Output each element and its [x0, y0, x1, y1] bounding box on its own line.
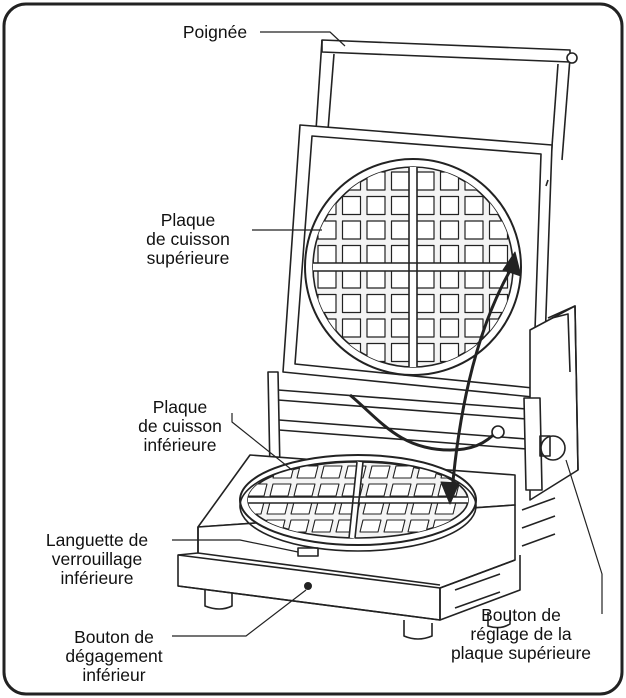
- waffle-pocket: [368, 465, 391, 479]
- leader-lower-release: [172, 589, 307, 637]
- waffle-pocket: [390, 195, 411, 216]
- waffle-pocket: [464, 220, 484, 240]
- waffle-pocket: [413, 483, 436, 497]
- waffle-pocket: [317, 244, 337, 265]
- label-handle: Poignée: [182, 22, 248, 42]
- leader-lower-plate: [231, 413, 293, 471]
- waffle-pocket: [464, 244, 484, 265]
- hinge-assembly: [267, 371, 566, 491]
- waffle-pocket: [464, 293, 484, 314]
- waffle-pocket: [415, 195, 435, 216]
- waffle-pocket: [464, 318, 484, 338]
- waffle-pocket: [390, 269, 411, 289]
- waffle-pocket: [366, 269, 386, 289]
- waffle-pocket: [415, 244, 435, 265]
- label-lower-latch: Languette de verrouillage inférieure: [45, 530, 149, 588]
- waffle-pocket: [392, 465, 415, 479]
- waffle-pocket: [390, 342, 411, 363]
- waffle-pocket: [415, 220, 435, 240]
- waffle-pocket: [366, 318, 386, 338]
- waffle-pocket: [320, 465, 343, 479]
- waffle-pocket: [365, 483, 388, 497]
- waffle-pocket: [341, 293, 362, 314]
- waffle-pocket: [464, 269, 484, 289]
- waffle-pocket: [464, 195, 484, 216]
- waffle-pocket: [390, 318, 411, 338]
- waffle-pocket: [415, 171, 435, 191]
- waffle-pocket: [269, 483, 292, 497]
- upper-waffle-plate: [304, 158, 522, 376]
- waffle-pocket: [383, 519, 406, 533]
- label-upper-plate: Plaque de cuisson supérieure: [146, 210, 230, 268]
- waffle-pocket: [317, 483, 340, 497]
- waffle-pocket: [366, 220, 386, 240]
- leader-upper-adjust: [565, 459, 603, 614]
- waffle-pocket: [415, 318, 435, 338]
- waffle-pocket: [439, 293, 460, 314]
- waffle-pocket: [389, 483, 412, 497]
- waffle-pocket: [296, 465, 319, 479]
- waffle-pocket: [488, 244, 509, 265]
- waffle-pocket: [439, 220, 460, 240]
- waffle-pocket: [439, 318, 460, 338]
- waffle-pocket: [366, 293, 386, 314]
- waffle-pocket: [341, 269, 362, 289]
- waffle-pocket: [439, 244, 460, 265]
- waffle-pocket: [293, 483, 316, 497]
- waffle-pocket: [390, 220, 411, 240]
- waffle-pocket: [341, 244, 362, 265]
- waffle-pocket: [311, 519, 334, 533]
- waffle-pocket: [366, 244, 386, 265]
- lower-waffle-plate: [239, 454, 477, 552]
- waffle-pocket: [439, 269, 460, 289]
- waffle-pocket: [317, 269, 337, 289]
- waffle-pocket: [341, 318, 362, 338]
- waffle-pocket: [390, 293, 411, 314]
- waffle-pocket: [287, 519, 310, 533]
- handle-frame: [315, 39, 578, 161]
- label-lower-plate: Plaque de cuisson inférieure: [138, 397, 222, 455]
- waffle-pocket: [415, 269, 435, 289]
- waffle-pocket: [341, 195, 362, 216]
- leader-lines: [172, 31, 603, 637]
- waffle-pocket: [439, 195, 460, 216]
- waffle-pocket: [415, 342, 435, 363]
- leader-handle: [260, 31, 346, 47]
- waffle-pocket: [390, 171, 411, 191]
- waffle-pocket: [341, 220, 362, 240]
- waffle-pocket: [415, 293, 435, 314]
- label-upper-adjust: Bouton de réglage de la plaque supérieur…: [450, 605, 592, 663]
- rotation-arrow: [440, 251, 522, 505]
- leader-lower-latch: [172, 539, 299, 553]
- waffle-pocket: [366, 195, 386, 216]
- label-lower-release: Bouton de dégagement inférieur: [65, 627, 163, 685]
- waffle-pocket: [390, 244, 411, 265]
- waffle-pocket: [359, 519, 382, 533]
